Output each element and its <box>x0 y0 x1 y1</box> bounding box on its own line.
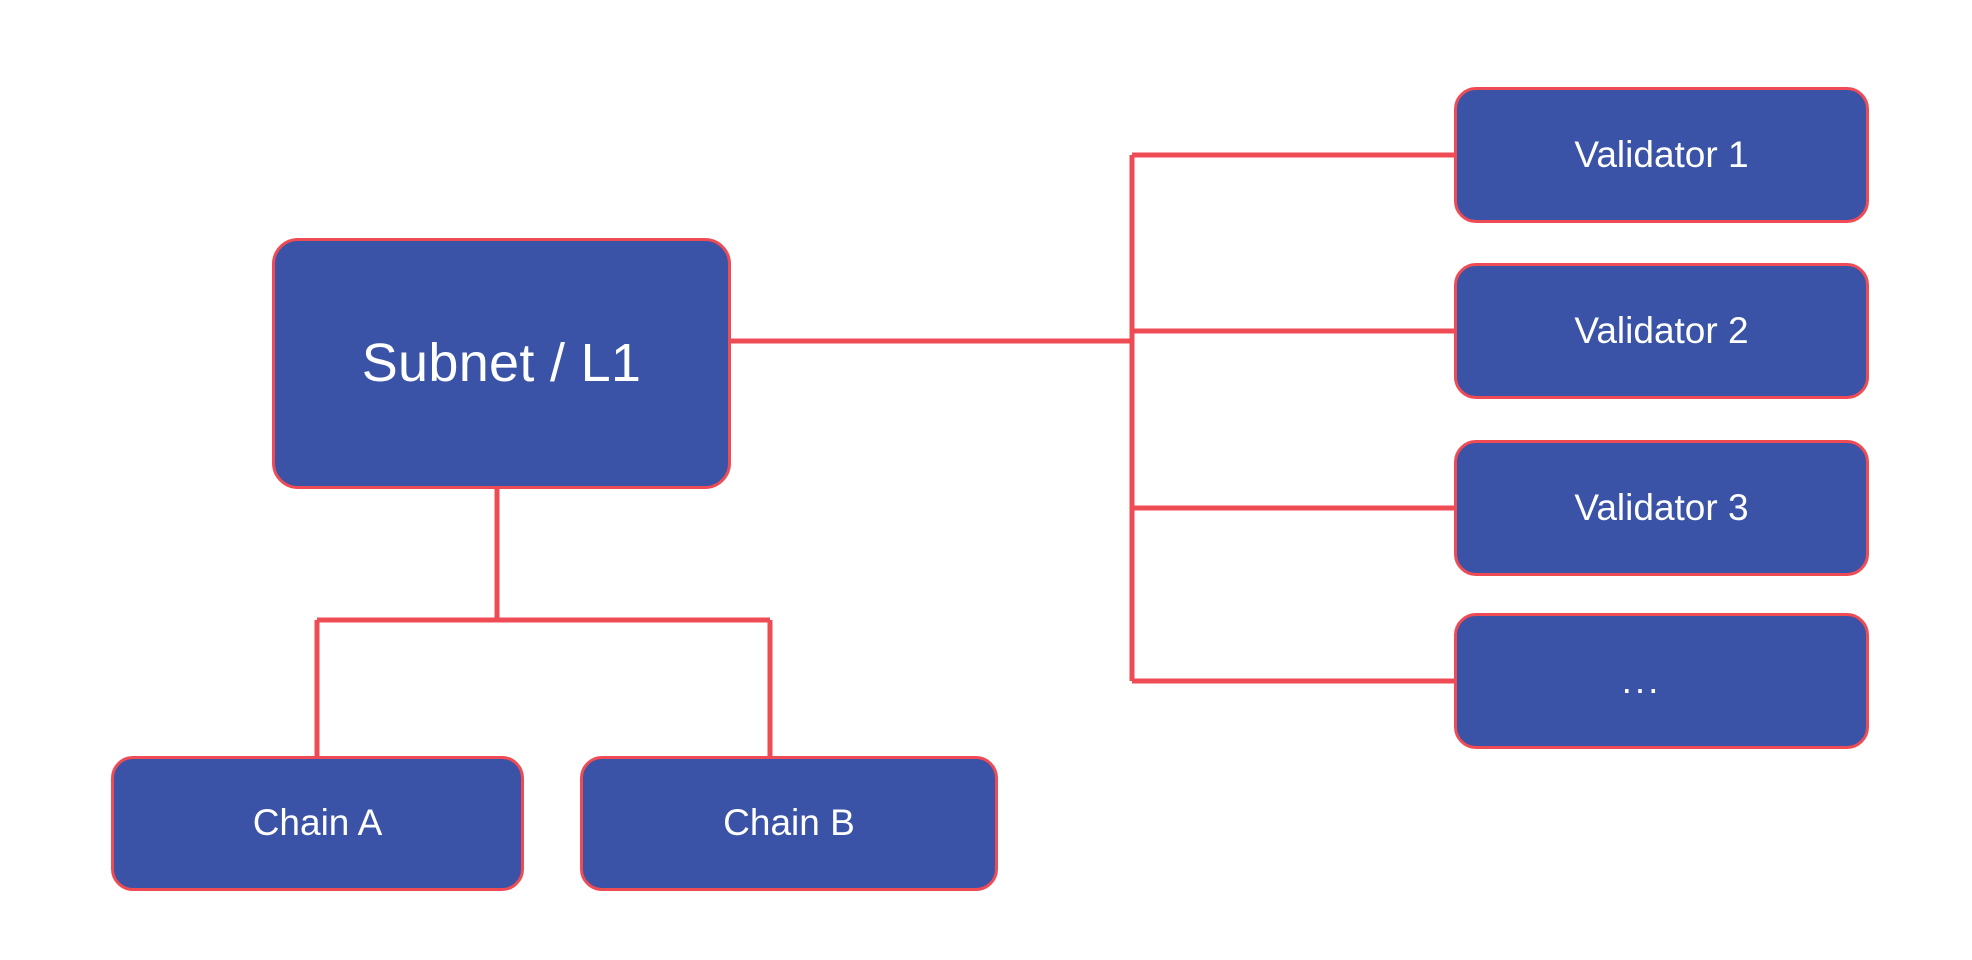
node-subnet-l1[interactable]: Subnet / L1 <box>272 238 731 489</box>
node-validator-more[interactable]: ... <box>1454 613 1869 749</box>
node-chain-a-label: Chain A <box>252 802 383 844</box>
node-subnet-l1-label: Subnet / L1 <box>361 332 642 393</box>
node-validator-3[interactable]: Validator 3 <box>1454 440 1869 576</box>
node-validator-1[interactable]: Validator 1 <box>1454 87 1869 223</box>
node-validator-3-label: Validator 3 <box>1574 486 1749 528</box>
node-validator-2[interactable]: Validator 2 <box>1454 263 1869 399</box>
node-validator-2-label: Validator 2 <box>1574 309 1749 351</box>
node-validator-1-label: Validator 1 <box>1574 133 1749 175</box>
node-chain-a[interactable]: Chain A <box>111 756 524 891</box>
node-chain-b[interactable]: Chain B <box>580 756 998 891</box>
node-validator-more-label: ... <box>1621 659 1662 701</box>
node-chain-b-label: Chain B <box>723 802 855 844</box>
